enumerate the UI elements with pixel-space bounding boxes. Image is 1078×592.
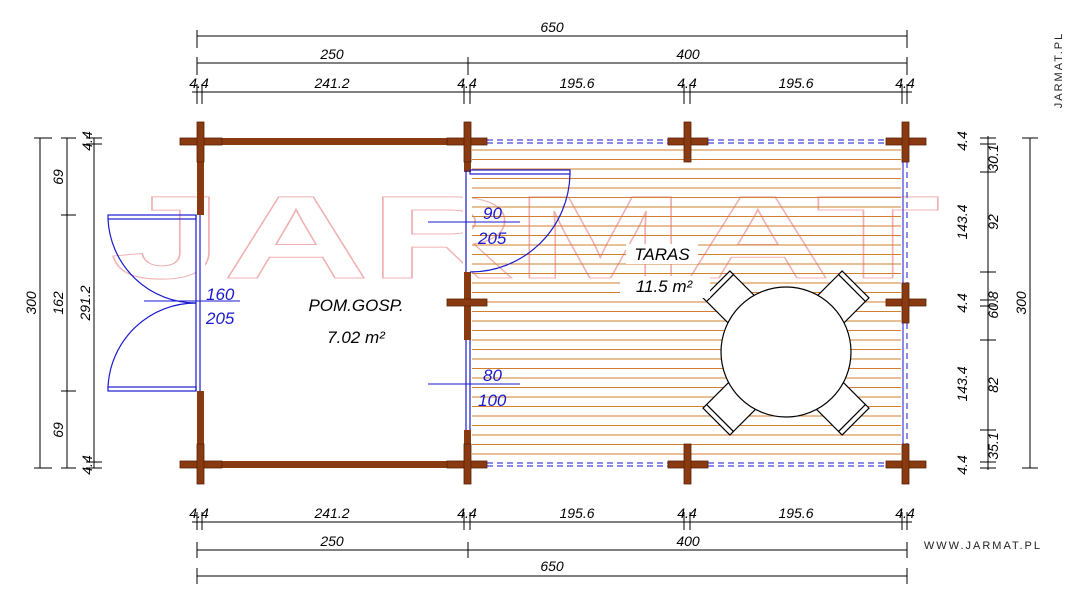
bottom-seg-4-label: 195.6	[559, 505, 594, 521]
inner-top-door	[428, 169, 571, 273]
right-section-1-label: 143.4	[954, 204, 970, 239]
left-door-height: 205	[205, 309, 235, 328]
right-section-2-label: 143.4	[954, 366, 970, 401]
bottom-seg-7-label: 4.4	[895, 505, 915, 521]
right-seg-5-label: 35.1	[985, 432, 1001, 459]
inner-top-door-height: 205	[477, 229, 507, 248]
top-wall	[197, 138, 469, 145]
post-top-right	[885, 121, 927, 163]
inner-bottom-door	[428, 340, 520, 430]
post-bottom-left	[179, 443, 223, 485]
terrace-name-bg	[626, 244, 698, 264]
left-total-label: 300	[23, 291, 39, 315]
bottom-total-label: 650	[540, 558, 564, 574]
right-total-label: 300	[1013, 291, 1029, 315]
bottom-section-1-label: 250	[319, 533, 344, 549]
post-top-left	[179, 121, 223, 163]
post-bottom-mid	[446, 443, 488, 485]
left-inner-label: 291.2	[77, 285, 93, 321]
terrace-name: TARAS	[634, 245, 690, 264]
storage-room-name: POM.GOSP.	[308, 296, 403, 315]
storage-room-area: 7.02 m²	[327, 328, 386, 347]
post-mid-right	[885, 282, 927, 324]
post-top-3	[667, 121, 709, 163]
chair-bottom-left	[702, 379, 759, 436]
bottom-section-2-label: 400	[676, 533, 700, 549]
bottom-seg-1-label: 4.4	[189, 505, 209, 521]
watermark: JARMAT	[110, 172, 940, 304]
brand-bottom: WWW.JARMAT.PL	[924, 540, 1042, 552]
posts	[179, 121, 927, 485]
terrace-area-bg	[620, 276, 710, 298]
top-seg-5-label: 4.4	[677, 75, 697, 91]
left-door-width: 160	[206, 285, 235, 304]
round-table	[720, 286, 852, 418]
right-post-bottom-label: 4.4	[954, 455, 970, 475]
left-post-top-label: 4.4	[79, 131, 95, 151]
terrace-area: 11.5 m²	[636, 277, 694, 296]
left-seg-1-label: 69	[50, 169, 66, 185]
top-seg-4-label: 195.6	[559, 75, 594, 91]
dimension-lines	[34, 30, 1038, 584]
brand-vertical: JARMAT.PL	[1053, 32, 1065, 108]
post-bottom-right	[885, 443, 927, 485]
top-seg-3-label: 4.4	[457, 75, 477, 91]
bottom-seg-2-label: 241.2	[313, 505, 349, 521]
inner-bottom-door-gap	[463, 340, 472, 430]
left-seg-2-label: 162	[50, 291, 66, 315]
inner-bottom-door-width: 80	[483, 366, 502, 385]
left-double-door	[107, 214, 240, 392]
terrace-railings	[487, 139, 908, 467]
top-seg-6-label: 195.6	[778, 75, 813, 91]
left-post-bottom-label: 4.4	[79, 455, 95, 475]
top-seg-7-label: 4.4	[895, 75, 915, 91]
post-mid-center	[446, 298, 488, 307]
top-seg-2-label: 241.2	[313, 75, 349, 91]
inner-top-door-width: 90	[483, 204, 502, 223]
bottom-wall	[197, 461, 469, 468]
post-bottom-3	[667, 443, 709, 485]
bottom-seg-3-label: 4.4	[457, 505, 477, 521]
bottom-seg-5-label: 4.4	[677, 505, 697, 521]
right-post-top-label: 4.4	[954, 131, 970, 151]
top-seg-1-label: 4.4	[189, 75, 209, 91]
right-seg-2-label: 92	[985, 214, 1001, 230]
left-seg-3-label: 69	[50, 422, 66, 438]
top-section-2-label: 400	[676, 46, 700, 62]
top-total-label: 650	[540, 19, 564, 35]
inner-bottom-door-height: 100	[478, 391, 507, 410]
right-post-mid-label: 4.4	[954, 293, 970, 313]
chair-top-right	[813, 270, 870, 327]
bottom-seg-6-label: 195.6	[778, 505, 813, 521]
right-seg-3-label: 60.8	[985, 291, 1001, 318]
right-seg-1-label: 30.1	[985, 144, 1001, 171]
post-top-mid	[446, 121, 488, 163]
right-seg-4-label: 82	[985, 377, 1001, 393]
top-section-1-label: 250	[319, 46, 344, 62]
table-with-chairs	[702, 270, 870, 436]
